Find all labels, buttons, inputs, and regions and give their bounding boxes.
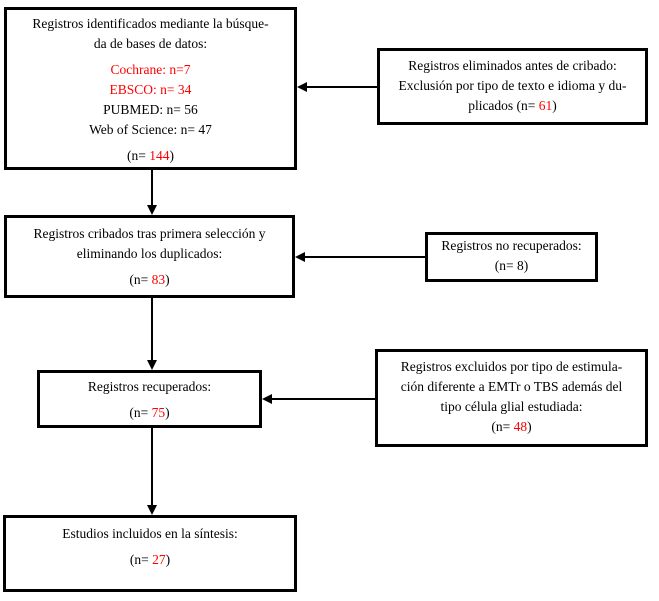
box-title-line: ción diferente a EMTr o TBS además del: [400, 379, 623, 394]
arrow-down-icon: [147, 205, 157, 215]
total-count: (n= 83): [129, 272, 170, 287]
box-title-line: Registros recuperados:: [87, 379, 212, 394]
source-count-cochrane: Cochrane: n=7: [110, 62, 191, 77]
arrow-line: [151, 298, 153, 362]
box-records-eliminated: Registros eliminados antes de cribado: E…: [377, 48, 648, 125]
total-count-value: 48: [513, 419, 528, 434]
source-count-pubmed: PUBMED: n= 56: [103, 102, 198, 117]
box-title-line: Registros no recuperados:: [441, 238, 582, 253]
total-count: (n= 8): [494, 258, 529, 273]
total-count: (n= 27): [129, 552, 171, 567]
arrow-line: [151, 428, 153, 507]
box-title-line: Exclusión por tipo de texto e idioma y d…: [398, 78, 627, 93]
box-title-line: tipo célula glial estudiada:: [440, 399, 583, 414]
total-count-value: 83: [151, 272, 166, 287]
box-records-identified: Registros identificados mediante la búsq…: [4, 7, 297, 170]
arrow-left-icon: [297, 82, 307, 92]
box-records-screened: Registros cribados tras primera selecció…: [4, 215, 295, 298]
box-title-line: da de bases de datos:: [93, 36, 208, 51]
arrow-line: [151, 170, 153, 207]
arrow-line: [271, 398, 375, 400]
box-title-line: Registros excluidos por tipo de estimula…: [400, 359, 623, 374]
total-count: plicados (n= 61): [468, 98, 557, 113]
arrow-down-icon: [147, 360, 157, 370]
source-count-ebsco: EBSCO: n= 34: [109, 82, 192, 97]
box-records-retrieved: Registros recuperados: (n= 75): [37, 370, 262, 428]
arrow-left-icon: [262, 394, 272, 404]
total-count-value: 61: [538, 98, 553, 113]
box-title-line: eliminando los duplicados:: [76, 246, 223, 261]
total-count-value: 144: [149, 148, 170, 163]
total-count: (n= 48): [491, 419, 532, 434]
box-records-excluded: Registros excluidos por tipo de estimula…: [375, 349, 648, 447]
box-studies-included: Estudios incluidos en la síntesis: (n= 2…: [3, 515, 297, 592]
source-count-web-of-science: Web of Science: n= 47: [89, 122, 212, 137]
total-count-value: 75: [151, 405, 166, 420]
arrow-line: [306, 86, 377, 88]
total-count: (n= 144): [127, 148, 174, 163]
arrow-left-icon: [295, 252, 305, 262]
total-count-value: 27: [152, 552, 166, 567]
box-title-line: Estudios incluidos en la síntesis:: [62, 526, 238, 541]
total-count: (n= 75): [129, 405, 170, 420]
box-title-line: Registros eliminados antes de cribado:: [408, 58, 617, 73]
box-title-line: Registros cribados tras primera selecció…: [33, 226, 266, 241]
box-records-not-retrieved: Registros no recuperados: (n= 8): [425, 232, 598, 282]
arrow-line: [304, 256, 425, 258]
box-title-line: Registros identificados mediante la búsq…: [32, 16, 269, 31]
arrow-down-icon: [147, 505, 157, 515]
